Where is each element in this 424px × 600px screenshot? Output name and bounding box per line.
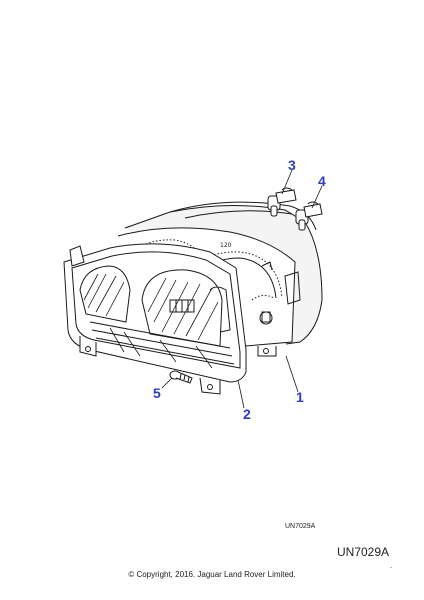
leader-4 [311, 185, 323, 209]
callout-2: 2 [243, 406, 251, 422]
leader-2 [237, 379, 245, 409]
callout-3: 3 [288, 157, 296, 173]
cluster-lens [63, 243, 247, 395]
bulb-holder-4 [295, 201, 323, 231]
leader-3 [281, 169, 293, 195]
mark-dot [390, 567, 392, 568]
leader-lines [161, 169, 323, 409]
leader-5 [161, 377, 173, 389]
leader-1 [285, 355, 299, 393]
bulb-holder-3 [267, 187, 297, 217]
illustration-code-large: UN7029A [337, 545, 390, 559]
illustration-code-small: UN7029A [285, 523, 316, 530]
screw-5 [169, 370, 193, 384]
copyright-notice: © Copyright, 2016. Jaguar Land Rover Lim… [128, 570, 296, 579]
svg-text:120: 120 [220, 242, 232, 249]
callout-4: 4 [318, 173, 326, 189]
callout-5: 5 [153, 385, 161, 401]
callout-1: 1 [296, 389, 304, 405]
